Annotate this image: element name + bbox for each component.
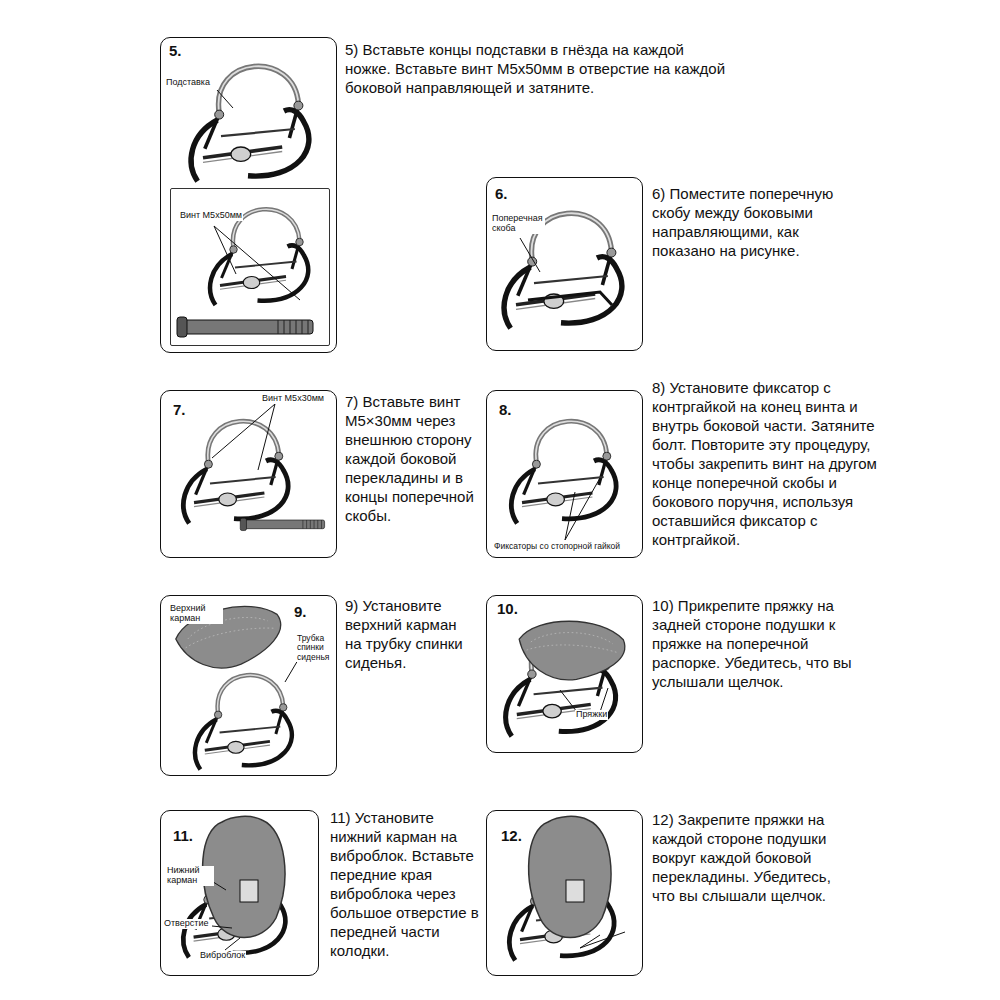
part-label: Нижний карман [166, 866, 214, 886]
illustration-part [240, 518, 324, 530]
illustration-part [566, 880, 584, 902]
illustration-part [214, 226, 236, 274]
part-label: Винт M5x30мм [261, 394, 325, 404]
illustration-part [511, 421, 616, 523]
illustration-part [240, 880, 258, 902]
illustration-part [212, 926, 232, 928]
illustration-part [217, 90, 233, 108]
illustration-part [529, 816, 611, 937]
step-number: 7. [172, 402, 187, 419]
instruction-text: 6) Поместите поперечную скобу между боко… [652, 184, 857, 260]
step-panel: 10. Пряжки [486, 595, 643, 753]
step-number: 12. [500, 828, 523, 845]
step-number: 5. [168, 43, 183, 60]
step-panel: 7. Винт M5x30мм [160, 390, 337, 558]
illustration-part [515, 616, 627, 686]
part-label: Виброблок [199, 951, 246, 961]
step-panel: 11. Нижний карманОтверстиеВиброблок [160, 810, 319, 976]
instruction-text: 12) Закрепите пряжки на каждой стороне п… [652, 810, 857, 905]
illustration-part [258, 404, 275, 470]
step-panel: 5. ПодставкаВинт M5x50мм [160, 37, 337, 353]
part-label: Пряжки [575, 710, 608, 720]
illustration-part [580, 932, 625, 948]
instruction-text: 8) Установите фиксатор с контргайкой на … [652, 378, 880, 549]
step-number: 8. [498, 402, 513, 419]
illustration-part [520, 238, 540, 272]
illustration-part [177, 317, 313, 337]
illustration-part [210, 209, 308, 305]
step-number: 6. [494, 186, 509, 203]
instruction-text: 9) Установите верхний карман на трубку с… [345, 596, 470, 672]
part-label: Верхний карман [169, 604, 223, 624]
step-number: 11. [172, 828, 194, 845]
illustration-part [565, 478, 600, 540]
instruction-text: 11) Установите нижний карман на вибробло… [330, 808, 480, 960]
illustration-part [285, 660, 298, 682]
illustration-part [203, 816, 285, 937]
step-panel: 8. Фиксаторы со стопорной гайкой [486, 390, 643, 558]
illustration-part [195, 675, 292, 769]
illustration-part [600, 688, 608, 712]
step-panel: Верхний карман 9. Трубка спинки сиденья [160, 595, 337, 776]
part-label: Фиксаторы со стопорной гайкой [493, 542, 621, 551]
instruction-text: 10) Прикрепите пряжку на задней стороне … [652, 596, 857, 691]
illustration-part [212, 404, 275, 458]
illustration-part [225, 938, 240, 950]
step-number: 9. [293, 604, 308, 621]
part-label: Поперечная скоба [491, 214, 545, 234]
step-panel: 12. [486, 810, 643, 976]
part-label: Трубка спинки сиденья [296, 634, 334, 662]
part-label: Винт M5x50мм [179, 211, 243, 221]
part-label: Подставка [165, 78, 211, 88]
instruction-text: 7) Вставьте винт M5×30мм через внешнюю с… [345, 392, 490, 525]
illustration-part [560, 690, 577, 712]
illustration-part [214, 226, 300, 300]
illustration-part [565, 492, 575, 540]
step-panel: 6. Поперечная скоба [486, 177, 643, 351]
inset-box: Винт M5x50мм [170, 188, 330, 346]
part-label: Отверстие [163, 919, 209, 929]
instruction-text: 5) Вставьте концы подставки в гнёзда на … [345, 40, 730, 97]
step-number: 10. [496, 601, 519, 618]
illustration-part [528, 292, 612, 305]
illustration-part [183, 421, 288, 523]
